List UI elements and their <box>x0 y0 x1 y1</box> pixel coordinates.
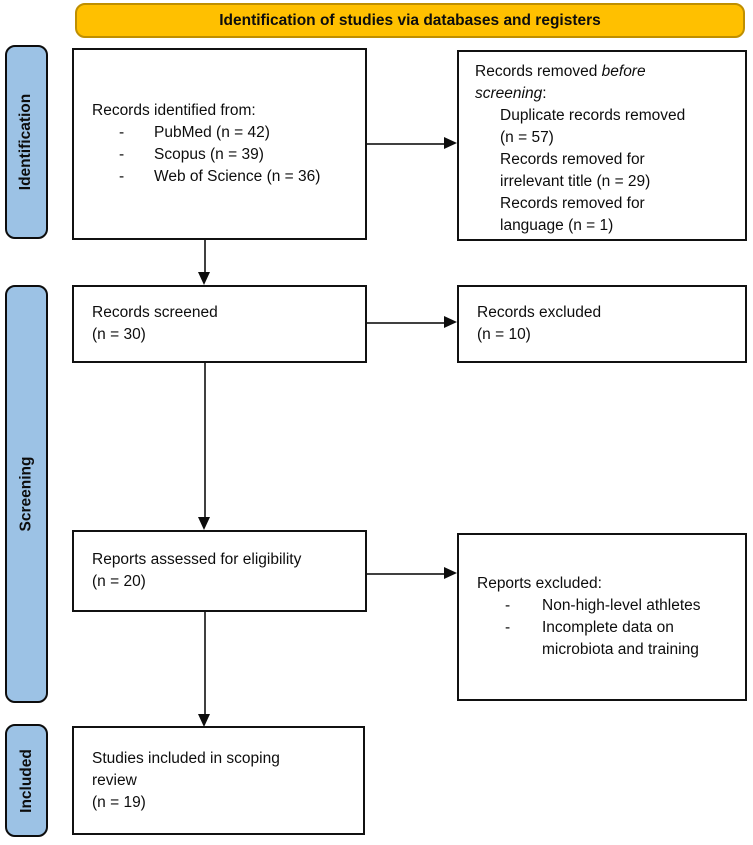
stage-label-screening: Screening <box>5 285 48 703</box>
records-excluded-count: (n = 10) <box>477 326 531 343</box>
dash-bullet: - <box>119 146 125 163</box>
arrowhead-down-icon <box>198 714 210 727</box>
arrowhead-right-icon <box>444 137 457 149</box>
records-removed-title-italic: before screening <box>475 63 646 102</box>
arrow-line <box>367 573 445 575</box>
dash-bullet: - <box>119 124 125 141</box>
list-item-non-high-level: - Non-high-level athletes <box>459 595 745 617</box>
stage-label-included-text: Included <box>17 748 35 813</box>
box-reports-excluded: Reports excluded: - Non-high-level athle… <box>457 533 747 701</box>
dash-bullet: - <box>505 619 511 636</box>
arrow-line <box>367 143 445 145</box>
records-excluded-label: Records excluded <box>477 304 602 321</box>
list-item-scopus-text: Scopus (n = 39) <box>154 146 264 163</box>
reports-excluded-title: Reports excluded: <box>477 575 602 592</box>
box-records-identified: Records identified from: - PubMed (n = 4… <box>72 48 367 240</box>
records-removed-title: Records removed before screening: <box>475 61 661 105</box>
reports-assessed-label: Reports assessed for eligibility <box>92 551 302 568</box>
dash-bullet: - <box>505 597 511 614</box>
reports-assessed-count: (n = 20) <box>92 573 146 590</box>
studies-included-label: Studies included in scoping review <box>92 749 280 789</box>
arrowhead-right-icon <box>444 567 457 579</box>
box-records-screened: Records screened (n = 30) <box>72 285 367 363</box>
arrowhead-right-icon <box>444 316 457 328</box>
records-identified-title: Records identified from: <box>92 102 256 119</box>
arrow-line <box>204 612 206 715</box>
records-screened-count: (n = 30) <box>92 326 146 343</box>
box-studies-included: Studies included in scoping review (n = … <box>72 726 365 835</box>
list-item-non-high-level-text: Non-high-level athletes <box>542 597 701 614</box>
studies-included-count: (n = 19) <box>92 793 146 811</box>
banner-databases-registers: Identification of studies via databases … <box>75 3 745 38</box>
stage-label-screening-text: Screening <box>17 456 35 532</box>
arrow-line <box>204 363 206 518</box>
removed-item-irrelevant-title: Records removed for irrelevant title (n … <box>500 151 651 190</box>
arrowhead-down-icon <box>198 517 210 530</box>
box-reports-assessed: Reports assessed for eligibility (n = 20… <box>72 530 367 612</box>
list-item-pubmed: - PubMed (n = 42) <box>74 122 365 144</box>
list-item-incomplete-data: - Incomplete data on microbiota and trai… <box>459 617 745 661</box>
arrow-line <box>367 322 445 324</box>
removed-item-language: Records removed for language (n = 1) <box>500 195 645 234</box>
stage-label-identification-text: Identification <box>17 93 35 191</box>
list-item-scopus: - Scopus (n = 39) <box>74 144 365 166</box>
list-item-web-of-science-text: Web of Science (n = 36) <box>154 168 321 185</box>
arrowhead-down-icon <box>198 272 210 285</box>
removed-item-duplicates: Duplicate records removed (n = 57) <box>500 107 686 146</box>
records-removed-title-suffix: : <box>542 85 547 102</box>
list-item-incomplete-data-text: Incomplete data on microbiota and traini… <box>542 619 699 658</box>
stage-label-included: Included <box>5 724 48 837</box>
stage-label-identification: Identification <box>5 45 48 239</box>
box-records-excluded: Records excluded (n = 10) <box>457 285 747 363</box>
dash-bullet: - <box>119 168 125 185</box>
list-item-pubmed-text: PubMed (n = 42) <box>154 124 270 141</box>
arrow-line <box>204 240 206 273</box>
box-records-removed: Records removed before screening: Duplic… <box>457 50 747 241</box>
banner-title: Identification of studies via databases … <box>219 11 601 29</box>
list-item-web-of-science: - Web of Science (n = 36) <box>74 166 365 188</box>
records-screened-label: Records screened <box>92 304 218 321</box>
records-removed-title-prefix: Records removed <box>475 63 602 80</box>
